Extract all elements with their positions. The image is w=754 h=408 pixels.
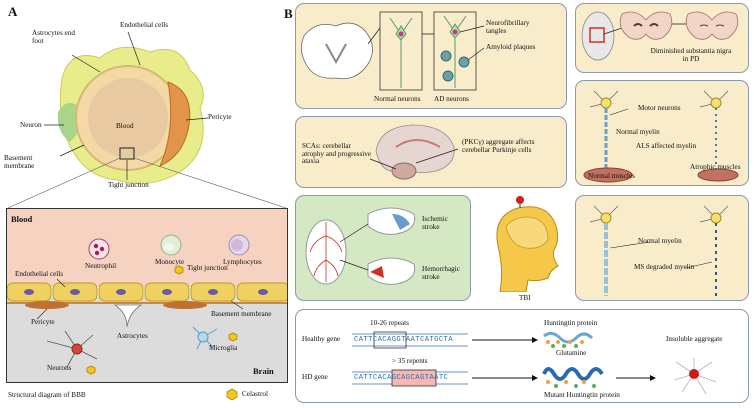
label-ms-myelin: MS degraded myelin [634,263,695,271]
label-repeats-hd: > 35 repents [392,357,428,365]
label-huntingtin: Huntingtin protein [544,319,598,327]
ms-illustration [589,205,729,296]
label-mutant: Mutant Huntingtin protein [544,391,620,399]
label-hd-gene: HD gene [302,373,328,381]
pd-panel: Diminished substantia nigra in PD [575,3,749,73]
label-normal-myelin-als: Normal myelin [616,128,660,136]
hd-illustration [352,331,717,395]
label-basement-membrane-top: Basement membrane [4,154,35,170]
label-monocyte: Monocyte [155,258,185,266]
label-pd-caption: Diminished substantia nigra in PD [650,47,732,63]
label-neuron-top: Neuron [20,121,42,129]
bbb-vessel-illustration [7,31,287,209]
label-tight-junction-top: Tight junction [108,181,149,189]
label-endothelial-cells-top: Endothelial cells [120,21,169,29]
sca-panel: SCAs: cerebellar atrophy and progressive… [295,116,567,188]
hd-panel: Healthy gene HD gene 10-26 repeats > 35 … [295,309,749,403]
label-normal-muscles: Normal muscles [588,172,635,180]
label-ms-normal-myelin: Normal myelin [638,237,682,245]
label-pericyte-top: Pericyte [208,113,232,121]
panel-b-letter: B [284,6,293,21]
label-ad-neurons: AD neurons [434,95,469,103]
label-blood-section: Blood [11,214,33,224]
label-tbi: TBI [519,294,531,302]
brain-band [7,297,287,382]
label-celastrol-legend: Celastrol [242,390,268,398]
label-healthy-gene: Healthy gene [302,335,341,343]
label-microglia: Microglia [209,344,238,352]
seq-hd: CATTCACAGCAGCAGTAATC [354,374,449,382]
label-repeats-healthy: 10-26 repeats [370,319,409,327]
label-brain: Brain [253,366,274,376]
caption-bbb: Structural diagram of BBB [8,391,86,399]
pd-illustration [581,11,739,61]
label-tight-junction: Tight junction [187,264,228,272]
label-neurons: Neurons [47,364,72,372]
panel-a-letter: A [8,4,18,19]
stroke-panel: Ischemic stroke Hemorrhagic stroke [295,195,471,301]
label-astrocytes: Astrocytes [117,332,148,340]
bbb-zoom-box: Blood Neutrophil Monocyte Lymphocytes En… [6,208,288,383]
sca-illustration [369,124,459,180]
label-astrocytes-end-foot: Astrocytes end foot [32,29,75,45]
label-scas: SCAs: cerebellar atrophy and progressive… [302,142,372,166]
ad-illustration [301,11,485,91]
label-neurofibrillary: Neurofibrillary tangles [486,19,530,35]
label-neutrophil: Neutrophil [85,262,117,270]
label-basement-membrane: Basement membrane [211,310,272,318]
label-ischemic: Ischemic stroke [422,215,448,231]
label-insoluble: Insoluble aggregate [666,335,723,343]
label-endothelial-cells: Endothelial cells [15,270,64,278]
als-panel: Motor neurons Normal myelin ALS affected… [575,80,749,186]
seq-healthy: CATTCACAGGTAATCATGCTA [354,336,453,344]
als-illustration [583,90,739,183]
ms-panel: Normal myelin MS degraded myelin [575,195,749,301]
label-atrophic-muscles: Atrophic muscles [690,163,741,171]
label-blood-top: Blood [116,122,134,130]
bbb-layer-illustration [7,234,287,375]
label-als-myelin: ALS affected myelin [636,142,697,150]
label-hemorrhagic: Hemorrhagic stroke [422,265,460,281]
label-pericyte: Pericyte [31,318,55,326]
ad-panel: Neurofibrillary tangles Amyloid plaques … [295,3,567,109]
label-lymphocytes: Lymphocytes [223,258,262,266]
label-pkc: (PKCγ) aggregate affects cerebellar Purk… [462,138,535,154]
label-glutamine: Glutamine [556,349,587,357]
label-normal-neurons: Normal neurons [374,95,421,103]
label-motor-neurons: Motor neurons [638,104,681,112]
label-amyloid: Amyloid plaques [486,43,536,51]
tbi-head-illustration [496,196,559,292]
stroke-illustration [305,207,416,285]
celastrol-legend-icon [226,388,238,400]
